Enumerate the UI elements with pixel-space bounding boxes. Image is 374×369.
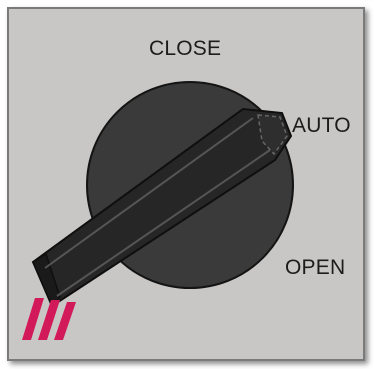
indicator-stripes-icon [22,298,76,340]
